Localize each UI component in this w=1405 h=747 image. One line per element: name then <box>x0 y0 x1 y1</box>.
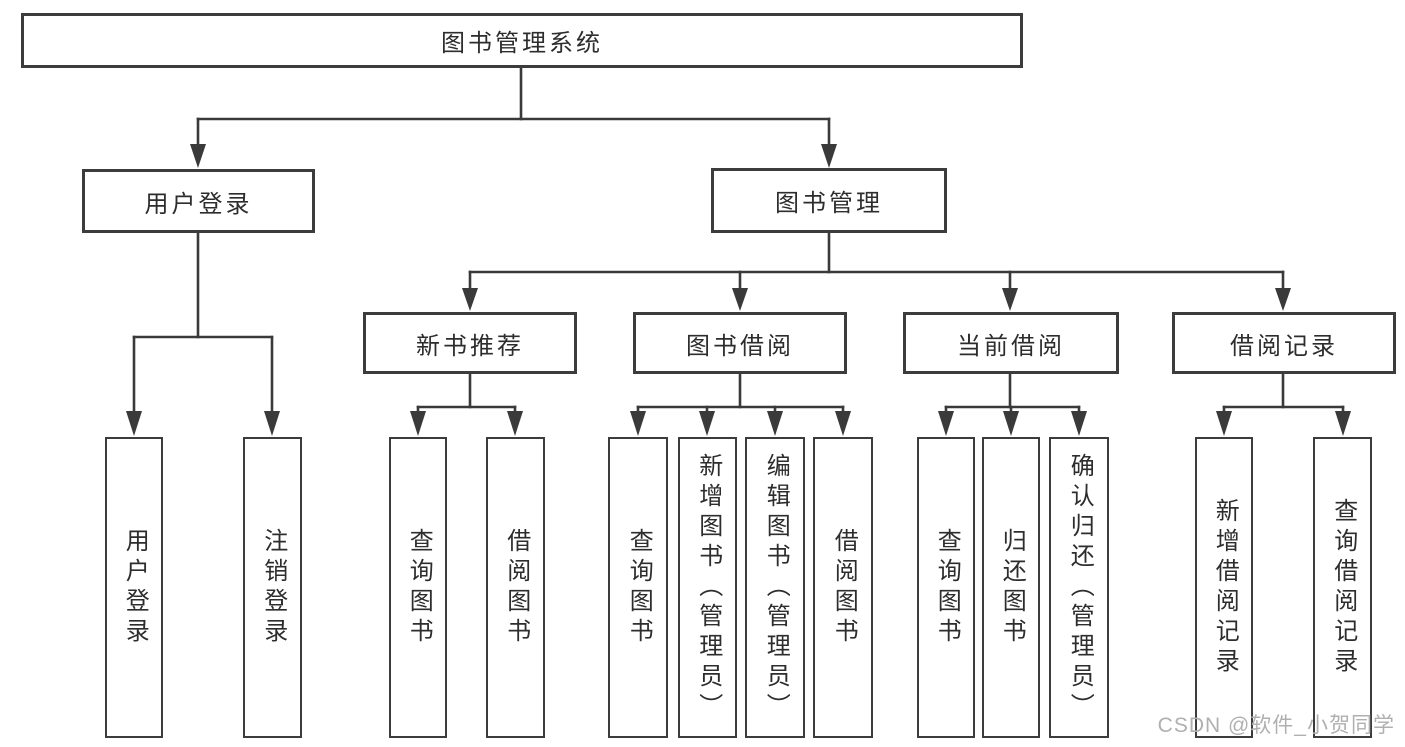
node-user-login: 用户登录 <box>82 169 315 233</box>
node-root-system: 图书管理系统 <box>21 13 1023 68</box>
node-label: 当前借阅 <box>957 332 1065 360</box>
leaf-confirm-return-admin: 确认归还（管理员） <box>1049 437 1109 738</box>
leaf-return-books: 归还图书 <box>982 437 1040 738</box>
connector-new-book-children <box>410 372 523 436</box>
leaf-edit-books-admin: 编辑图书（管理员） <box>745 437 805 738</box>
connector-borrow-records-children <box>1216 372 1351 436</box>
leaf-add-borrow-record: 新增借阅记录 <box>1195 437 1253 738</box>
connector-book-borrow-children <box>630 372 851 436</box>
node-label: 图书管理 <box>775 190 883 217</box>
node-book-management: 图书管理 <box>711 168 947 233</box>
node-borrow-records: 借阅记录 <box>1172 312 1396 374</box>
connector-current-borrow-children <box>938 372 1087 436</box>
leaf-label: 新增图书（管理员） <box>694 452 722 723</box>
leaf-label: 查询图书 <box>933 527 961 648</box>
leaf-add-books-admin: 新增图书（管理员） <box>678 437 737 738</box>
leaf-user-login: 用户登录 <box>105 437 163 738</box>
leaf-query-borrow-record: 查询借阅记录 <box>1313 437 1372 738</box>
connector-book-management-children <box>462 230 1291 311</box>
leaf-query-books-current: 查询图书 <box>917 437 975 738</box>
leaf-label: 借阅图书 <box>830 527 858 648</box>
node-label: 新书推荐 <box>416 332 524 360</box>
node-book-borrow: 图书借阅 <box>633 312 847 374</box>
leaf-borrow-books-recommend: 借阅图书 <box>486 437 545 738</box>
leaf-label: 确认归还（管理员） <box>1066 452 1094 723</box>
node-label: 图书管理系统 <box>441 30 603 57</box>
leaf-label: 借阅图书 <box>502 527 530 648</box>
leaf-label: 查询图书 <box>405 527 433 648</box>
node-label: 借阅记录 <box>1230 332 1338 360</box>
leaf-borrow-books: 借阅图书 <box>813 437 873 738</box>
connector-root-to-branches <box>190 66 837 168</box>
connector-user-login-children <box>126 230 280 436</box>
leaf-logout: 注销登录 <box>243 437 302 738</box>
leaf-label: 归还图书 <box>998 527 1026 648</box>
node-new-book-recommend: 新书推荐 <box>363 312 577 374</box>
leaf-query-books-borrow: 查询图书 <box>608 437 668 738</box>
leaf-label: 注销登录 <box>259 527 287 648</box>
leaf-label: 新增借阅记录 <box>1211 497 1239 678</box>
leaf-label: 查询借阅记录 <box>1329 497 1357 678</box>
leaf-query-books-recommend: 查询图书 <box>389 437 447 738</box>
leaf-label: 用户登录 <box>121 527 149 648</box>
watermark: CSDN @软件_小贺同学 <box>1157 714 1395 737</box>
leaf-label: 编辑图书（管理员） <box>762 452 790 723</box>
node-label: 用户登录 <box>144 190 253 218</box>
node-current-borrow: 当前借阅 <box>903 312 1119 374</box>
node-label: 图书借阅 <box>686 332 794 360</box>
leaf-label: 查询图书 <box>625 527 653 648</box>
